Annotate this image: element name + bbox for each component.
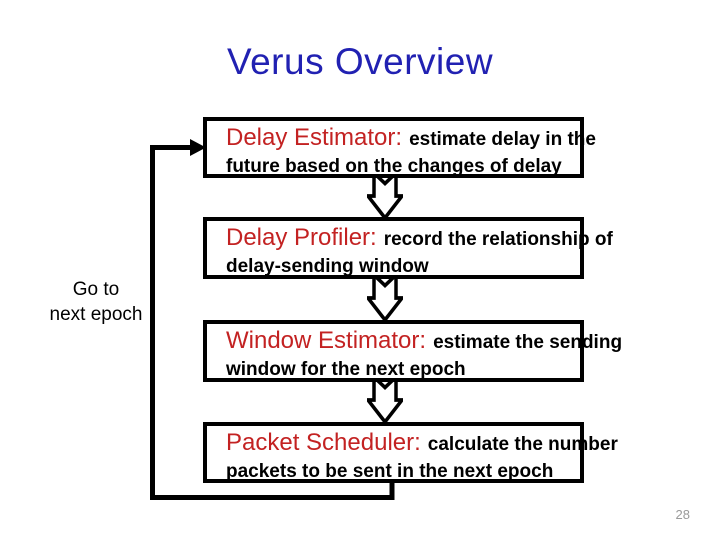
loop-label-line2: next epoch xyxy=(49,304,143,325)
down-chevron-arrow-icon xyxy=(367,376,403,424)
box-description: calculate the number xyxy=(427,434,618,455)
box-text-line: Delay Estimator: estimate delay in the xyxy=(226,124,596,155)
box-description: record the relationship of xyxy=(383,229,613,250)
box-description: window for the next epoch xyxy=(226,359,466,380)
box-heading: Delay Estimator: xyxy=(226,124,403,151)
loop-label-line1: Go to xyxy=(72,279,120,300)
box-description: packets to be sent in the next epoch xyxy=(226,461,554,482)
box-description: estimate the sending xyxy=(433,332,623,353)
delay-estimator-box: Delay Estimator: estimate delay in the fu… xyxy=(203,117,596,178)
slide-page-number: 28 xyxy=(675,507,690,522)
loop-label: Go to next epoch xyxy=(20,277,172,327)
box-description: delay-sending window xyxy=(226,256,429,277)
box-description: future based on the changes of delay xyxy=(226,156,562,177)
box-heading: Delay Profiler: xyxy=(226,224,377,251)
box-text-line: Packet Scheduler: calculate the number xyxy=(226,429,618,460)
loop-arrowhead-icon xyxy=(190,139,206,156)
window-estimator-box: Window Estimator: estimate the sending wi… xyxy=(203,320,622,382)
box-description: estimate delay in the xyxy=(409,129,596,150)
box-heading: Packet Scheduler: xyxy=(226,429,421,456)
page-title: Verus Overview xyxy=(226,41,494,82)
delay-profiler-box: Delay Profiler: record the relationship o… xyxy=(203,217,613,279)
down-chevron-arrow-icon xyxy=(367,274,403,322)
box-text-line: Window Estimator: estimate the sending xyxy=(226,327,622,358)
box-heading: Window Estimator: xyxy=(226,327,427,354)
down-chevron-arrow-icon xyxy=(367,172,403,220)
packet-scheduler-box: Packet Scheduler: calculate the number pa… xyxy=(203,422,618,483)
box-text-line: Delay Profiler: record the relationship o… xyxy=(226,224,613,255)
